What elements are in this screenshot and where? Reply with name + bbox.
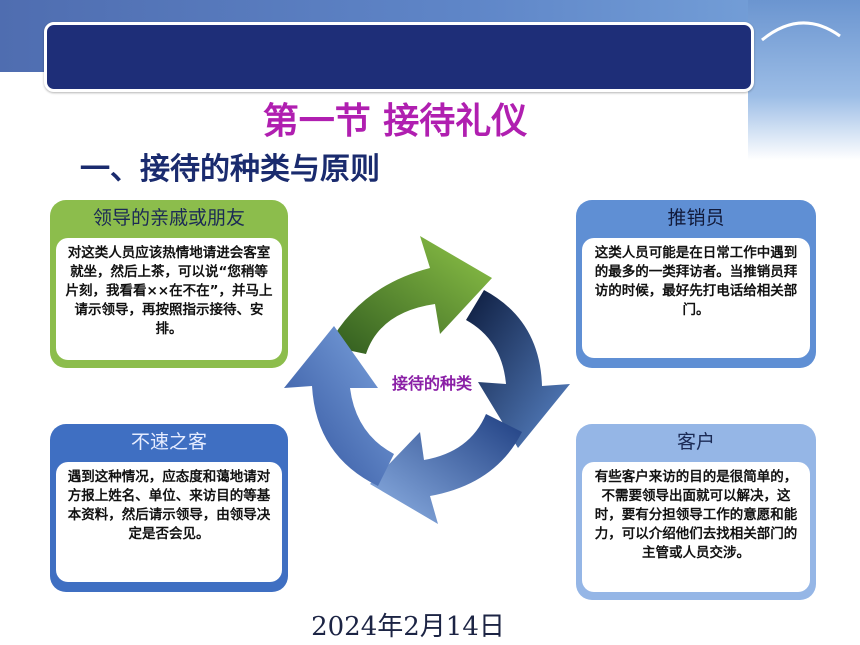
card-body: 有些客户来访的目的是很简单的，不需要领导出面就可以解决，这时，要有分担领导工作的… [582,462,810,592]
card-heading: 领导的亲戚或朋友 [92,207,245,229]
card-body: 遇到这种情况，应态度和蔼地请对方报上姓名、单位、来访目的等基本资料，然后请示领导… [56,462,282,582]
card-heading: 推销员 [667,207,725,229]
card-salesperson: 推销员 这类人员可能是在日常工作中遇到的最多的一类拜访者。当推销员拜访的时候，最… [576,200,816,368]
cycle-center-label: 接待的种类 [391,374,472,393]
right-decor-strip [748,0,860,160]
card-relatives-friends: 领导的亲戚或朋友 对这类人员应该热情地请进会客室就坐，然后上茶，可以说“您稍等片… [50,200,288,368]
corner-swoosh-icon [761,21,841,42]
slide-title: 第一节 接待礼仪 [262,100,528,142]
slide-date: 2024年2月14日 [311,612,505,642]
card-client: 客户 有些客户来访的目的是很简单的，不需要领导出面就可以解决，这时，要有分担领导… [576,424,816,600]
card-uninvited-guest: 不速之客 遇到这种情况，应态度和蔼地请对方报上姓名、单位、来访目的等基本资料，然… [50,424,288,592]
cycle-arrow-bottom [370,414,522,524]
slide-subtitle: 一、接待的种类与原则 [80,152,380,187]
card-heading: 客户 [676,431,715,453]
cycle-arrow-dark [466,290,570,448]
header-bar [44,22,754,92]
card-body: 这类人员可能是在日常工作中遇到的最多的一类拜访者。当推销员拜访的时候，最好先打电… [582,238,810,358]
card-heading: 不速之客 [130,431,207,453]
cycle-arrow-green [328,236,492,354]
cycle-arrow-left [284,326,394,486]
cycle-arrows-diagram [284,236,570,524]
card-body: 对这类人员应该热情地请进会客室就坐，然后上茶，可以说“您稍等片刻，我看看××在不… [56,238,282,360]
